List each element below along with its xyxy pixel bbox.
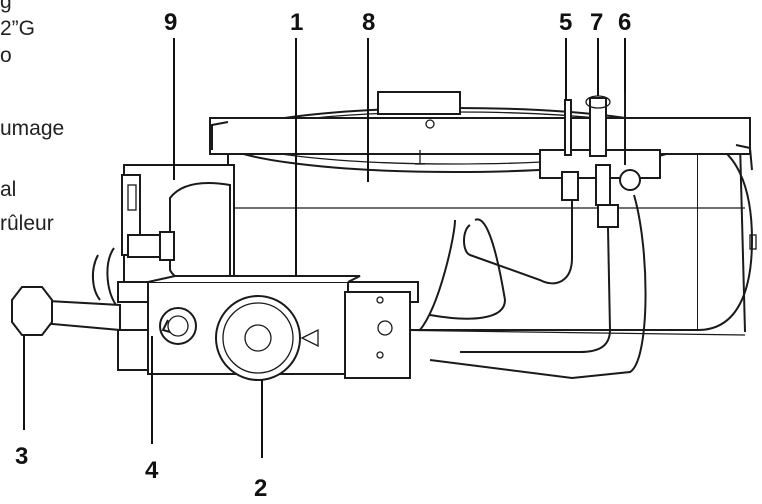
side-text-line-2: 2”G <box>0 17 35 40</box>
tubes-and-wires <box>419 194 647 380</box>
callout-2: 2 <box>254 475 267 502</box>
callout-1: 1 <box>290 9 303 36</box>
side-text-line-6: rûleur <box>0 212 54 235</box>
callout-3: 3 <box>15 443 28 470</box>
callout-9: 9 <box>164 9 177 36</box>
side-text-line-3: o <box>0 44 12 67</box>
control-knob <box>215 295 319 381</box>
leader-lines <box>23 38 626 458</box>
side-text-line-1: g <box>0 0 12 13</box>
fan-housing <box>121 164 235 296</box>
callout-5: 5 <box>559 9 572 36</box>
side-text-line-5: al <box>0 178 16 201</box>
callout-4: 4 <box>145 457 159 484</box>
ignition-button <box>159 307 197 345</box>
side-text-line-4: umage <box>0 117 64 140</box>
callout-7: 7 <box>590 9 603 36</box>
callout-6: 6 <box>618 9 631 36</box>
electrode-assembly <box>539 90 661 228</box>
gas-inlet-pipe <box>11 231 175 336</box>
callout-8: 8 <box>362 9 375 36</box>
